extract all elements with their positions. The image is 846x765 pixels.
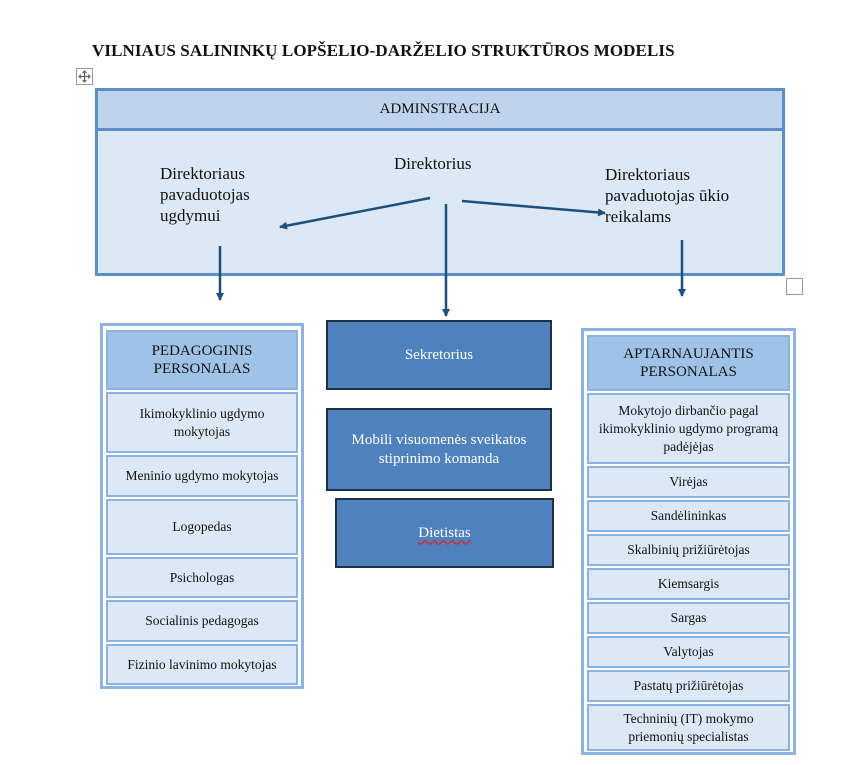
pedagogical-staff-column: PEDAGOGINIS PERSONALAS Ikimokyklinio ugd… [100, 323, 304, 689]
service-staff-header: APTARNAUJANTIS PERSONALAS [587, 335, 790, 391]
arrow-director-to-deputy-economy [461, 199, 606, 217]
list-item: Valytojas [587, 636, 790, 668]
list-item: Kiemsargis [587, 568, 790, 600]
arrow-director-to-deputy-education [279, 196, 431, 230]
list-item: Techninių (IT) mokymo priemonių speciali… [587, 704, 790, 751]
list-item: Virėjas [587, 466, 790, 498]
health-team-box: Mobili visuomenės sveikatos stiprinimo k… [326, 408, 552, 491]
resize-square-icon[interactable] [786, 278, 803, 295]
list-item: Psichologas [106, 557, 298, 598]
pedagogical-staff-header: PEDAGOGINIS PERSONALAS [106, 330, 298, 390]
deputy-education-label: Direktoriaus pavaduotojas ugdymui [160, 164, 250, 225]
table-move-handle-icon[interactable] [76, 68, 93, 85]
secretary-label: Sekretorius [404, 346, 474, 363]
list-item: Sargas [587, 602, 790, 634]
administration-header: ADMINSTRACIJA [98, 91, 782, 131]
service-staff-column: APTARNAUJANTIS PERSONALAS Mokytojo dirba… [581, 328, 796, 755]
list-item: Skalbinių prižiūrėtojas [587, 534, 790, 566]
dietitian-label: Dietistas [418, 524, 471, 541]
page-title: VILNIAUS SALININKŲ LOPŠELIO-DARŽELIO STR… [92, 41, 675, 60]
dietitian-box: Dietistas [335, 498, 554, 568]
secretary-box: Sekretorius [326, 320, 552, 390]
list-item: Logopedas [106, 499, 298, 555]
list-item: Socialinis pedagogas [106, 600, 298, 642]
list-item: Ikimokyklinio ugdymo mokytojas [106, 392, 298, 453]
deputy-economy-label: Direktoriaus pavaduotojas ūkio reikalams [605, 165, 730, 226]
list-item: Sandėlininkas [587, 500, 790, 532]
list-item: Fizinio lavinimo mokytojas [106, 644, 298, 685]
health-team-label: Mobili visuomenės sveikatos stiprinimo k… [351, 431, 527, 467]
list-item: Mokytojo dirbančio pagal ikimokyklinio u… [587, 393, 790, 464]
director-label: Direktorius [394, 154, 472, 173]
list-item: Meninio ugdymo mokytojas [106, 455, 298, 497]
administration-box: ADMINSTRACIJA Direktoriaus pavaduotojas … [95, 88, 785, 276]
list-item: Pastatų prižiūrėtojas [587, 670, 790, 702]
move-arrows-icon [78, 70, 91, 83]
